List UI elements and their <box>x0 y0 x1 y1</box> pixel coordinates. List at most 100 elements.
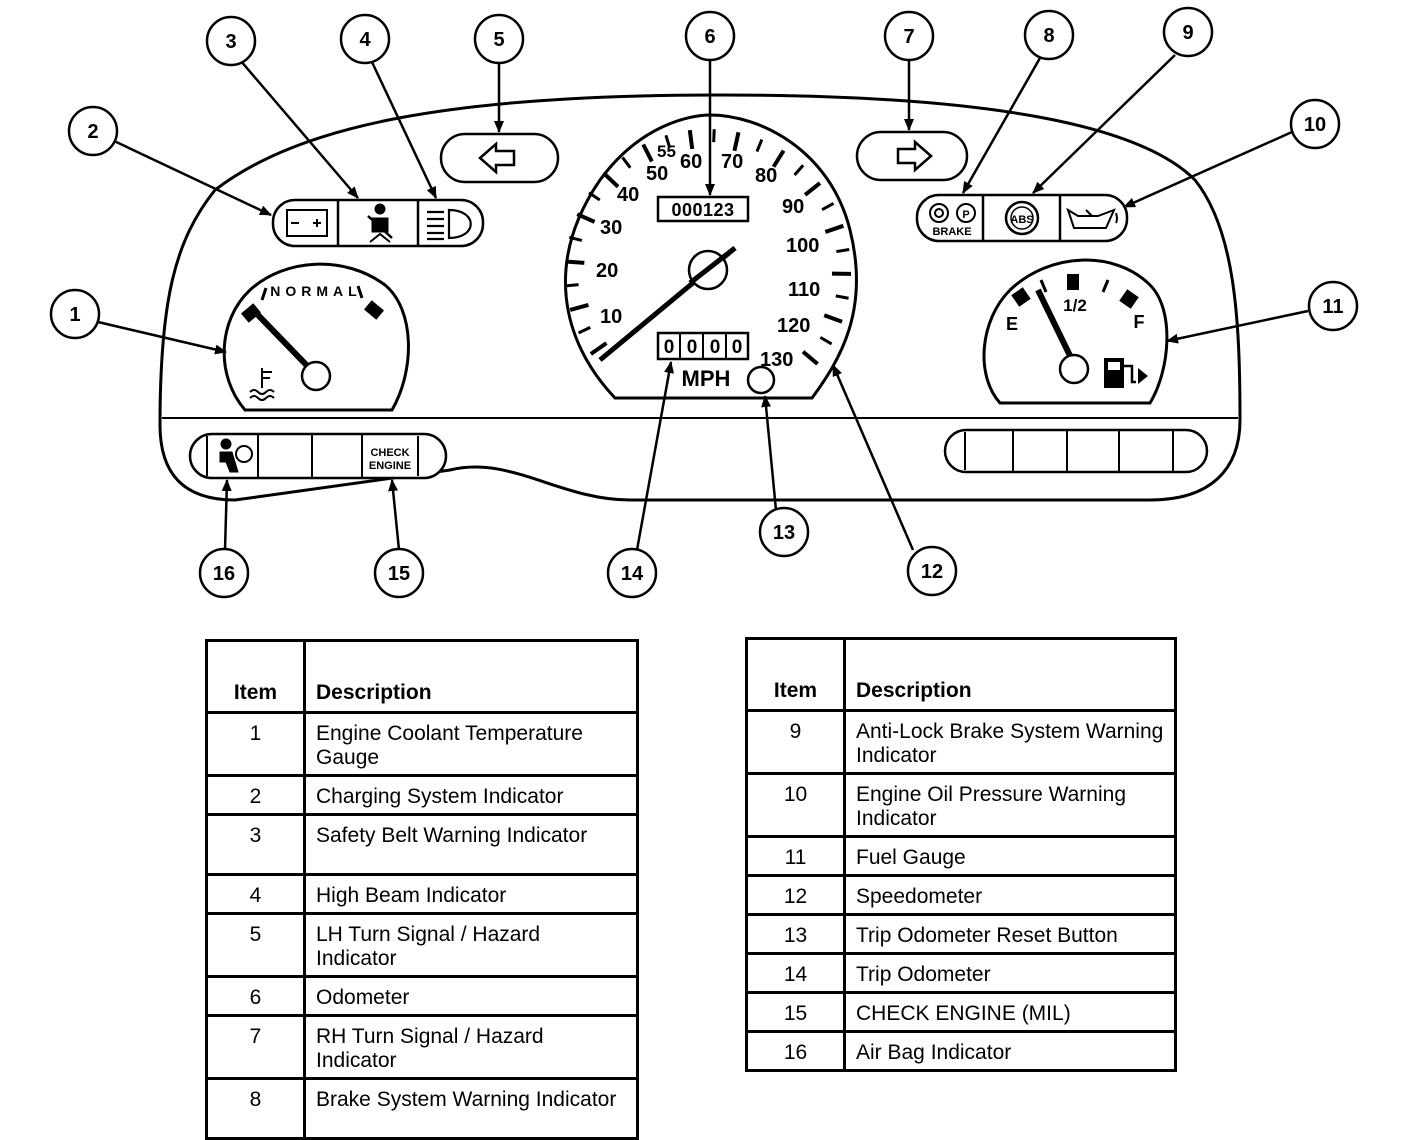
item-number: 10 <box>747 774 845 837</box>
left-indicator-panel <box>273 200 483 246</box>
fuel-empty-label: E <box>1006 314 1018 334</box>
item-header: Item <box>207 641 305 713</box>
description-header: Description <box>845 639 1176 711</box>
speedometer-tick <box>566 285 579 286</box>
check-engine-label-line1: CHECK <box>370 447 409 459</box>
abs-icon: ABS <box>1006 202 1038 234</box>
item-description: Trip Odometer <box>845 954 1176 993</box>
svg-text:16: 16 <box>213 563 235 585</box>
item-description: Engine Oil Pressure Warning Indicator <box>845 774 1176 837</box>
tick-label-60: 60 <box>680 151 702 173</box>
trip-digit: 0 <box>664 337 675 358</box>
tick-label-50: 50 <box>646 163 668 185</box>
tick-label-110: 110 <box>788 279 820 301</box>
speedometer-tick <box>604 174 618 187</box>
speedometer-tick <box>579 327 591 333</box>
callout-15: 15 <box>375 549 423 597</box>
instrument-cluster-diagram: 10 20 30 40 50 55 60 70 80 90 100 110 12… <box>0 0 1408 620</box>
tick-label-80: 80 <box>755 165 777 187</box>
svg-text:15: 15 <box>388 563 410 585</box>
speedometer-tick <box>805 183 820 195</box>
description-header: Description <box>305 641 638 713</box>
item-description: Trip Odometer Reset Button <box>845 915 1176 954</box>
svg-text:6: 6 <box>704 26 715 48</box>
svg-text:5: 5 <box>493 29 504 51</box>
tick-label-20: 20 <box>596 260 618 282</box>
coolant-hot-mark <box>364 300 384 319</box>
speedometer-tick <box>690 130 692 149</box>
item-number: 9 <box>747 711 845 774</box>
tick-label-90: 90 <box>782 196 804 218</box>
callout-13: 13 <box>760 508 808 556</box>
item-number: 5 <box>207 914 305 977</box>
callout-10: 10 <box>1291 100 1339 148</box>
fuel-gauge: E 1/2 F <box>984 260 1167 403</box>
trip-digit: 0 <box>732 337 743 358</box>
speedometer-tick <box>803 352 818 364</box>
speedometer-unit: MPH <box>682 366 731 391</box>
callout-5: 5 <box>475 15 523 63</box>
item-number: 4 <box>207 875 305 914</box>
fuel-half-mark <box>1067 274 1079 290</box>
callout-7: 7 <box>885 12 933 60</box>
item-number: 8 <box>207 1079 305 1139</box>
svg-text:13: 13 <box>773 522 795 544</box>
item-number: 2 <box>207 776 305 815</box>
svg-text:7: 7 <box>903 26 914 48</box>
coolant-cold-mark <box>241 303 261 322</box>
item-description: Air Bag Indicator <box>845 1032 1176 1071</box>
item-description: Charging System Indicator <box>305 776 638 815</box>
callout-8: 8 <box>1025 11 1073 59</box>
tick-label-120: 120 <box>777 315 810 337</box>
item-number: 16 <box>747 1032 845 1071</box>
speedometer-tick <box>565 261 584 262</box>
item-number: 13 <box>747 915 845 954</box>
svg-text:3: 3 <box>225 31 236 53</box>
callout-11: 11 <box>1309 282 1357 330</box>
svg-text:2: 2 <box>87 121 98 143</box>
callout-9: 9 <box>1164 8 1212 56</box>
svg-text:11: 11 <box>1322 296 1343 318</box>
item-description: High Beam Indicator <box>305 875 638 914</box>
svg-text:12: 12 <box>921 561 943 583</box>
trip-odometer-display: 0 0 0 0 <box>658 333 748 359</box>
trip-reset-button[interactable] <box>748 367 774 393</box>
item-description: Odometer <box>305 977 638 1016</box>
speedometer-tick <box>757 140 762 152</box>
fuel-full-mark <box>1119 289 1138 308</box>
speedometer-tick <box>836 296 849 298</box>
speedometer-tick <box>822 203 833 209</box>
item-description: RH Turn Signal / Hazard Indicator <box>305 1016 638 1079</box>
item-number: 1 <box>207 713 305 776</box>
callout-6: 6 <box>686 12 734 60</box>
item-description: LH Turn Signal / Hazard Indicator <box>305 914 638 977</box>
fuel-empty-mark <box>1011 287 1030 306</box>
callout-4: 4 <box>341 15 389 63</box>
fuel-pump-icon <box>1104 358 1148 388</box>
svg-text:9: 9 <box>1182 22 1193 44</box>
speedometer-tick <box>820 337 831 344</box>
speedometer-tick <box>824 315 842 322</box>
trip-digit: 0 <box>687 337 698 358</box>
fuel-full-label: F <box>1134 312 1145 332</box>
speedometer-tick <box>591 343 607 354</box>
coolant-temperature-icon <box>250 368 274 400</box>
callout-14: 14 <box>608 549 656 597</box>
svg-text:14: 14 <box>621 563 644 585</box>
item-description: Engine Coolant Temperature Gauge <box>305 713 638 776</box>
bottom-right-indicator-strip <box>945 430 1207 472</box>
speedometer-tick <box>795 165 804 175</box>
